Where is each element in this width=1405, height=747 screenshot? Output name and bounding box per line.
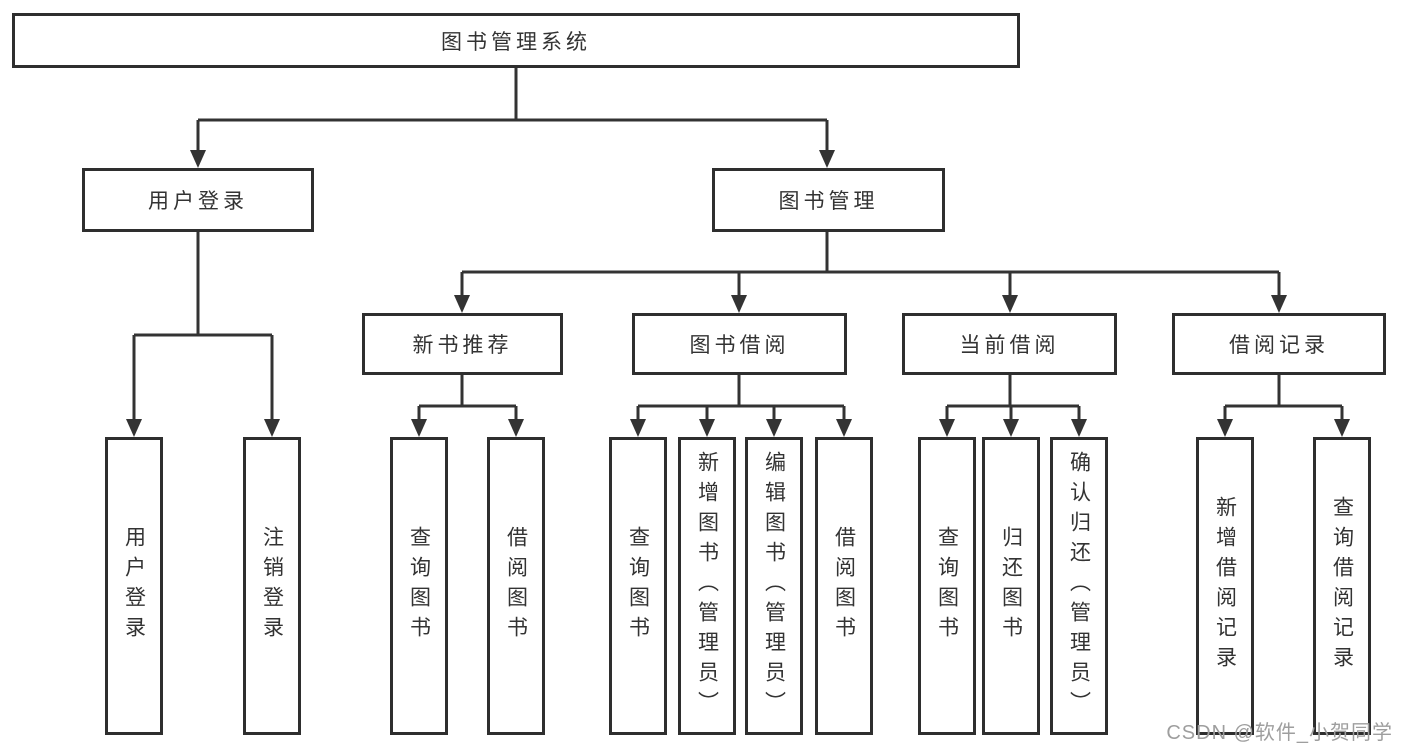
leaf-label: 用户登录 [122,526,146,646]
leaf-label: 归还图书 [999,526,1023,646]
arrowhead [1071,419,1087,437]
node-label: 用户登录 [148,190,248,213]
arrowhead [411,419,427,437]
leaf-label: 借阅图书 [832,526,856,646]
node-current-borrowing: 当前借阅 [902,313,1117,375]
node-new-book-recommendation: 新书推荐 [362,313,563,375]
leaf-query-borrow-record: 查询借阅记录 [1313,437,1371,735]
arrowhead [731,295,747,313]
csdn-watermark: CSDN @软件_小贺同学 [1166,722,1393,744]
node-book-borrowing: 图书借阅 [632,313,847,375]
leaf-user-login: 用户登录 [105,437,163,735]
leaf-label: 查询借阅记录 [1330,496,1354,676]
leaf-edit-book-admin: 编辑图书（管理员） [745,437,803,735]
node-label: 图书管理 [778,190,879,213]
tree-lines [132,68,1344,421]
arrowhead [1217,419,1233,437]
leaf-label: 查询图书 [935,526,959,646]
arrowhead [819,150,835,168]
leaf-logout: 注销登录 [243,437,301,735]
leaf-label: 查询图书 [407,526,431,646]
leaf-add-book-admin: 新增图书（管理员） [678,437,736,735]
leaf-add-borrow-record: 新增借阅记录 [1196,437,1254,735]
leaf-label: 查询图书 [626,526,650,646]
arrowhead [766,419,782,437]
leaf-label: 新增图书（管理员） [695,451,719,721]
arrowhead [508,419,524,437]
leaf-borrow-books-borrowing: 借阅图书 [815,437,873,735]
leaf-label: 借阅图书 [504,526,528,646]
leaf-query-books-current: 查询图书 [918,437,976,735]
node-label: 借阅记录 [1229,334,1329,357]
leaf-confirm-return-admin: 确认归还（管理员） [1050,437,1108,735]
node-book-management: 图书管理 [712,168,945,232]
leaf-query-books-borrowing: 查询图书 [609,437,667,735]
arrowheads [126,150,1350,437]
arrowhead [454,295,470,313]
arrowhead [939,419,955,437]
node-user-login: 用户登录 [82,168,314,232]
arrowhead [1002,295,1018,313]
node-label: 图书借阅 [689,334,790,357]
leaf-return-books: 归还图书 [982,437,1040,735]
connectors [132,68,1344,421]
arrowhead [630,419,646,437]
arrowhead [1334,419,1350,437]
leaf-query-books-recommend: 查询图书 [390,437,448,735]
leaf-label: 新增借阅记录 [1213,496,1237,676]
node-label: 图书管理系统 [441,30,591,54]
arrowhead [1003,419,1019,437]
arrowhead [699,419,715,437]
leaf-label: 确认归还（管理员） [1067,451,1091,721]
node-label: 当前借阅 [959,334,1060,357]
leaf-label: 编辑图书（管理员） [762,451,786,721]
node-library-management-system: 图书管理系统 [12,13,1020,68]
node-label: 新书推荐 [412,334,513,357]
arrowhead [836,419,852,437]
arrowhead [264,419,280,437]
arrowhead [126,419,142,437]
leaf-label: 注销登录 [260,526,284,646]
arrowhead [190,150,206,168]
node-borrowing-records: 借阅记录 [1172,313,1386,375]
arrowhead [1271,295,1287,313]
leaf-borrow-books-recommend: 借阅图书 [487,437,545,735]
